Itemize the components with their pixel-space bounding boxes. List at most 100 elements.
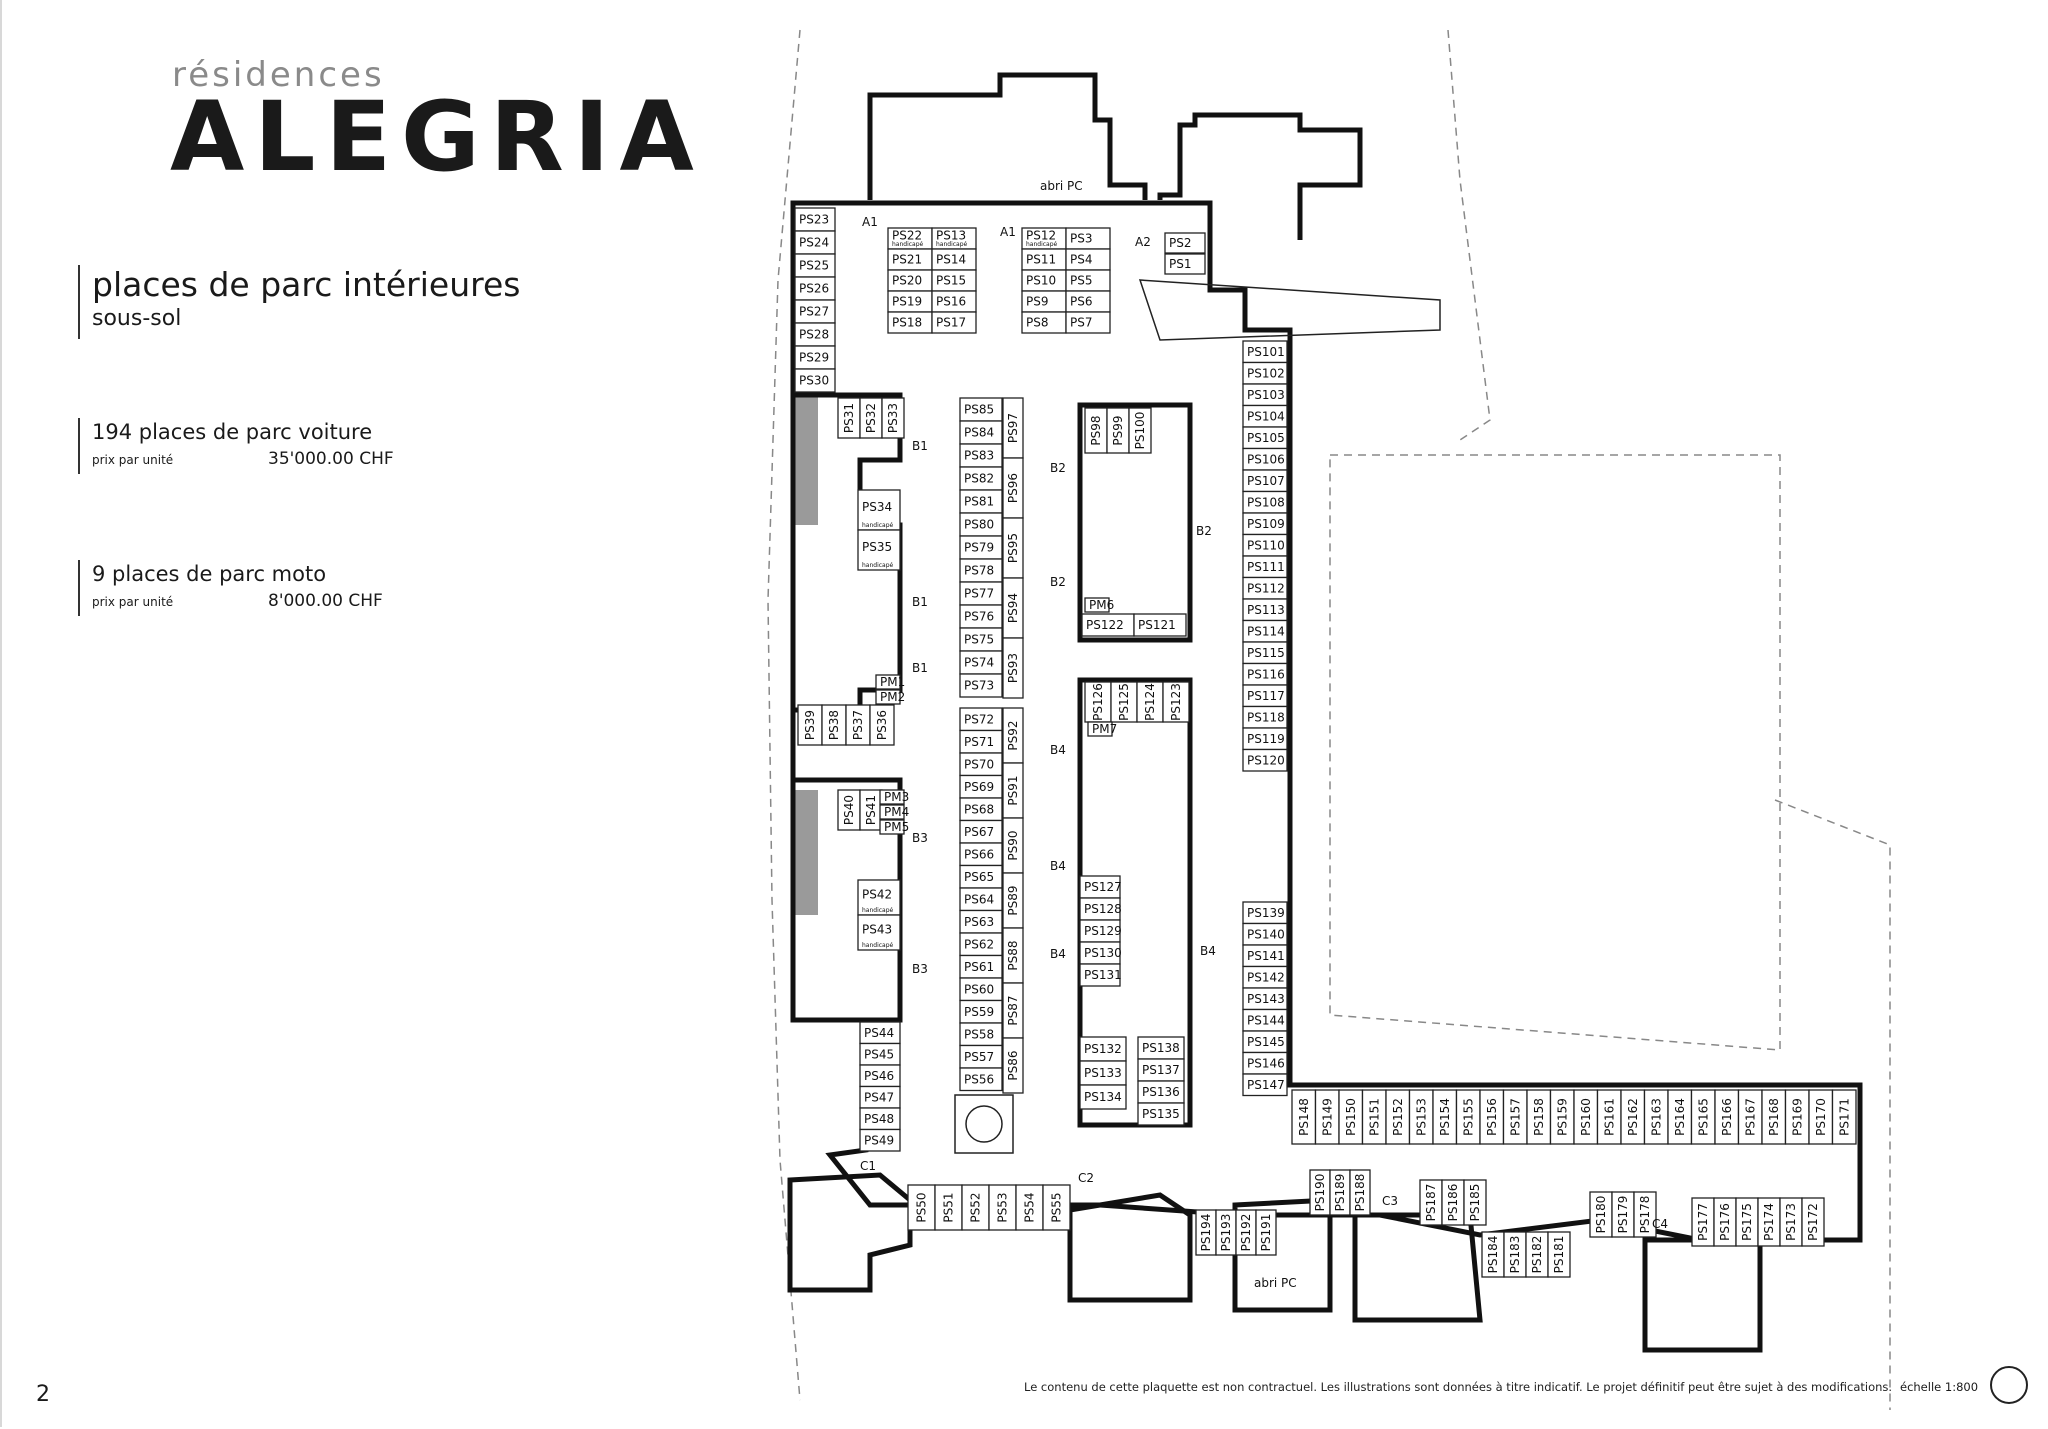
parking-spot[interactable]: PS126 (1084, 681, 1112, 723)
parking-spot[interactable]: PS73 (959, 673, 1003, 698)
parking-spot[interactable]: PS149 (1314, 1089, 1340, 1145)
parking-spot[interactable]: PS86 (1002, 1037, 1024, 1094)
parking-spot[interactable]: PS59 (959, 999, 1003, 1024)
parking-spot[interactable]: PS15 (931, 269, 977, 292)
parking-spot[interactable]: PS159 (1549, 1089, 1575, 1145)
parking-spot[interactable]: PS14 (931, 248, 977, 271)
parking-spot[interactable]: PS24 (794, 230, 836, 255)
parking-spot[interactable]: PS166 (1714, 1089, 1740, 1145)
parking-spot[interactable]: PS139 (1242, 901, 1288, 925)
parking-spot[interactable]: PS153 (1408, 1089, 1434, 1145)
parking-spot[interactable]: PS178 (1633, 1191, 1657, 1238)
parking-spot[interactable]: PS172 (1801, 1197, 1825, 1247)
parking-spot[interactable]: PS136 (1137, 1080, 1185, 1104)
parking-spot[interactable]: PS140 (1242, 922, 1288, 946)
parking-spot[interactable]: PS122 (1081, 613, 1135, 637)
parking-spot[interactable]: PS121 (1133, 613, 1187, 637)
parking-spot[interactable]: PS62 (959, 932, 1003, 957)
parking-spot[interactable]: PS94 (1002, 577, 1024, 639)
parking-spot[interactable]: PS20 (887, 269, 933, 292)
parking-spot[interactable]: PS157 (1502, 1089, 1528, 1145)
parking-spot[interactable]: PS176 (1713, 1197, 1737, 1247)
parking-spot[interactable]: PS75 (959, 627, 1003, 652)
parking-spot[interactable]: PS160 (1573, 1089, 1599, 1145)
parking-spot[interactable]: PS3 (1065, 227, 1111, 250)
parking-spot[interactable]: PS189 (1329, 1169, 1351, 1216)
parking-spot[interactable]: PS171 (1831, 1089, 1857, 1145)
parking-spot[interactable]: PS119 (1242, 727, 1288, 751)
parking-spot[interactable]: PS187 (1419, 1179, 1443, 1226)
parking-spot[interactable]: PS188 (1349, 1169, 1371, 1216)
parking-spot[interactable]: PS89 (1002, 872, 1024, 929)
parking-spot[interactable]: PS51 (934, 1184, 963, 1231)
parking-spot[interactable]: PS103 (1242, 383, 1288, 407)
parking-spot[interactable]: PS142 (1242, 965, 1288, 989)
parking-spot[interactable]: PS102 (1242, 361, 1288, 385)
parking-spot[interactable]: PS21 (887, 248, 933, 271)
parking-spot[interactable]: PS129 (1079, 919, 1122, 943)
parking-spot[interactable]: PS110 (1242, 533, 1288, 557)
parking-spot[interactable]: PS133 (1079, 1060, 1127, 1086)
parking-spot[interactable]: PS167 (1737, 1089, 1763, 1145)
parking-spot[interactable]: PS49 (859, 1128, 901, 1152)
parking-spot[interactable]: PS143 (1242, 987, 1288, 1011)
parking-spot[interactable]: PS95 (1002, 517, 1024, 579)
parking-spot[interactable]: PS154 (1432, 1089, 1458, 1145)
parking-spot[interactable]: PS192 (1235, 1209, 1257, 1256)
parking-spot[interactable]: PS134 (1079, 1084, 1127, 1110)
parking-spot[interactable]: PS107 (1242, 469, 1288, 493)
parking-spot[interactable]: PM5 (879, 819, 909, 835)
parking-spot[interactable]: PS82 (959, 466, 1003, 491)
parking-spot[interactable]: PS61 (959, 954, 1003, 979)
parking-spot[interactable]: PS23 (794, 207, 836, 232)
parking-spot[interactable]: PS113 (1242, 598, 1288, 622)
parking-spot[interactable]: PS185 (1463, 1179, 1487, 1226)
parking-spot[interactable]: PS55 (1042, 1184, 1071, 1231)
parking-spot[interactable]: PS111 (1242, 555, 1288, 579)
parking-spot[interactable]: PS29 (794, 345, 836, 370)
parking-spot[interactable]: PS105 (1242, 426, 1288, 450)
parking-spot[interactable]: PS52 (961, 1184, 990, 1231)
parking-spot[interactable]: PS40 (837, 789, 861, 831)
parking-spot[interactable]: PS194 (1195, 1209, 1217, 1256)
parking-spot[interactable]: PS16 (931, 290, 977, 313)
parking-spot[interactable]: PS164 (1667, 1089, 1693, 1145)
parking-spot[interactable]: PS2 (1164, 232, 1206, 254)
parking-spot[interactable]: PS127 (1079, 875, 1122, 899)
parking-spot[interactable]: PS7 (1065, 311, 1111, 334)
parking-spot[interactable]: PS147 (1242, 1073, 1288, 1097)
parking-spot[interactable]: PS83 (959, 443, 1003, 468)
parking-spot[interactable]: PS64 (959, 887, 1003, 912)
parking-spot[interactable]: PS162 (1620, 1089, 1646, 1145)
parking-spot[interactable]: PS56 (959, 1067, 1003, 1092)
parking-spot[interactable]: PM7 (1087, 721, 1117, 737)
parking-spot[interactable]: PS168 (1761, 1089, 1787, 1145)
parking-spot[interactable]: PS27 (794, 299, 836, 324)
parking-spot[interactable]: PS85 (959, 397, 1003, 422)
parking-spot[interactable]: PS98 (1084, 407, 1108, 454)
parking-spot[interactable]: PS26 (794, 276, 836, 301)
parking-spot[interactable]: PS33 (881, 397, 905, 439)
parking-spot[interactable]: PS69 (959, 774, 1003, 799)
parking-spot[interactable]: PS31 (837, 397, 861, 439)
parking-spot[interactable]: PS47 (859, 1085, 901, 1109)
parking-spot[interactable]: PS190 (1309, 1169, 1331, 1216)
parking-spot[interactable]: PM6 (1084, 597, 1114, 613)
parking-spot[interactable]: PS81 (959, 489, 1003, 514)
parking-spot[interactable]: PS46 (859, 1064, 901, 1088)
parking-spot[interactable]: PS25 (794, 253, 836, 278)
parking-spot[interactable]: PS124 (1136, 681, 1164, 723)
parking-spot[interactable]: PS19 (887, 290, 933, 313)
parking-spot[interactable]: PS28 (794, 322, 836, 347)
parking-spot[interactable]: PS123 (1162, 681, 1190, 723)
parking-spot[interactable]: PS53 (988, 1184, 1017, 1231)
parking-spot[interactable]: PS6 (1065, 290, 1111, 313)
parking-spot[interactable]: PS17 (931, 311, 977, 334)
parking-spot[interactable]: PS184 (1481, 1231, 1505, 1278)
parking-spot[interactable]: PS5 (1065, 269, 1111, 292)
parking-spot[interactable]: PS76 (959, 604, 1003, 629)
parking-spot[interactable]: PS186 (1441, 1179, 1465, 1226)
parking-spot[interactable]: PS41 (859, 789, 883, 831)
parking-spot[interactable]: PS114 (1242, 619, 1288, 643)
